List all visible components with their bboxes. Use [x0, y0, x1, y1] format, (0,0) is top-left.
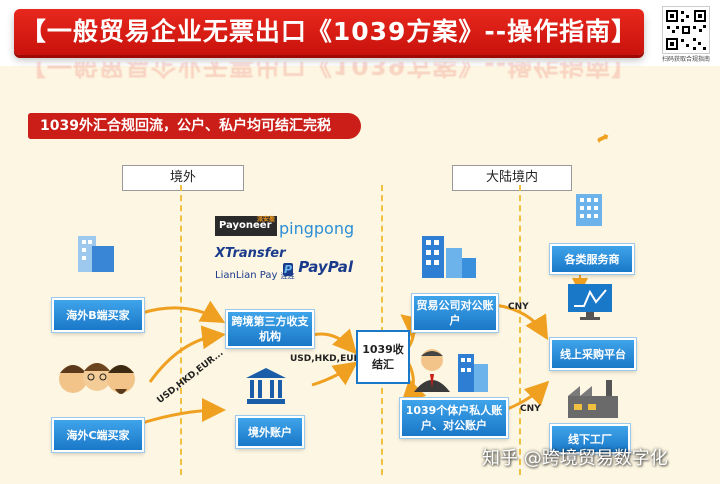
node-trade-company: 贸易公司对公账户 [412, 294, 498, 332]
node-procurement: 线上采购平台 [550, 338, 636, 370]
node-individual: 1039个体户私人账户、对公账户 [400, 398, 508, 438]
node-services: 各类服务商 [550, 244, 634, 274]
node-b-buyer: 海外B端买家 [52, 298, 144, 332]
watermark: 知乎 @跨境贸易数字化 [482, 448, 668, 469]
xtransfer-logo: XTransfer [215, 246, 286, 261]
currency-label-right: USD,HKD,EUR... [290, 354, 371, 364]
bank-icon [246, 368, 286, 404]
businessman-icon [414, 349, 488, 392]
people-group-icon [59, 363, 135, 394]
tower-building-icon [576, 194, 602, 226]
office-buildings-icon [422, 236, 476, 278]
region-domestic: 大陆境内 [452, 165, 572, 191]
factory-icon [568, 380, 618, 418]
lianlian-logo: LianLian Pay 连连 [215, 270, 295, 281]
node-center-1039: 1039收结汇 [356, 330, 410, 384]
paypal-logo: P PayPal [283, 258, 354, 276]
monitor-chart-icon [568, 284, 612, 320]
cny-label-bottom: CNY [520, 404, 541, 414]
page-title: 【一般贸易企业无票出口《1039方案》--操作指南】 [14, 9, 644, 55]
divider-right [519, 185, 521, 475]
divider-left [180, 185, 182, 475]
qr-code-icon [662, 6, 710, 54]
payoneer-logo: Payoneer 派安盈 [215, 216, 277, 236]
subtitle-banner: 1039外汇合规回流，公户、私户均可结汇完税 [28, 113, 361, 139]
cny-label-top: CNY [508, 302, 529, 312]
building-icon [78, 236, 114, 272]
node-c-buyer: 海外C端买家 [52, 418, 144, 452]
node-offline-factory: 线下工厂 [550, 424, 630, 454]
pingpong-logo: pingpong [279, 219, 355, 238]
qr-caption: 扫码获取合规指南 [661, 56, 710, 63]
node-third-party: 跨境第三方收支机构 [226, 310, 314, 348]
node-overseas-account: 境外账户 [236, 416, 304, 448]
region-overseas: 境外 [122, 165, 244, 191]
